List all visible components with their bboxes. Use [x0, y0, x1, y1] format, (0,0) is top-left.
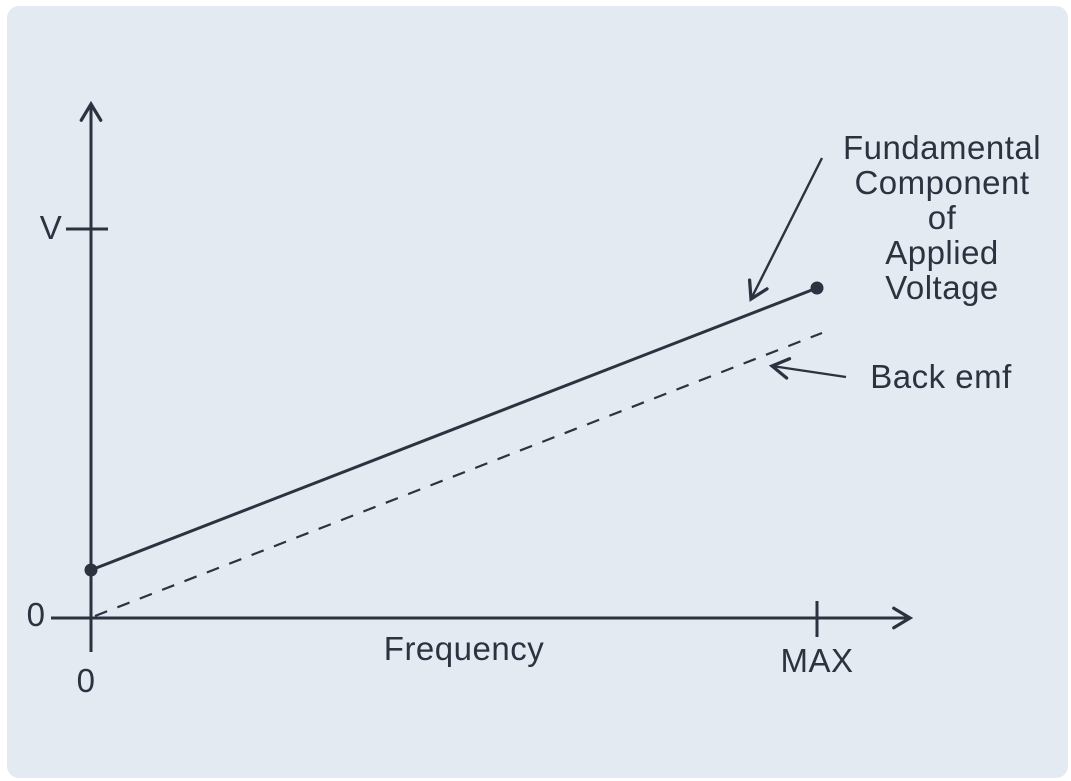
- fundamental-annotation-arrow: [747, 157, 824, 302]
- fundamental-annotation-line-4: Applied: [885, 234, 999, 271]
- back-emf-dashed-line: [94, 331, 823, 618]
- fundamental-annotation-line-3: of: [927, 199, 957, 236]
- back-emf-annotation-arrow: [768, 357, 847, 380]
- x-axis-title: Frequency: [383, 630, 545, 667]
- fundamental-annotation-line-2: Component: [854, 164, 1030, 201]
- back-emf-annotation-label: Back emf: [870, 358, 1012, 395]
- y-axis-tick-label-v: V: [39, 209, 63, 246]
- x-axis-max-label: MAX: [780, 642, 854, 679]
- fundamental-annotation-line-5: Voltage: [885, 269, 999, 306]
- y-axis-origin-label: 0: [26, 596, 46, 633]
- fundamental-annotation-line-1: Fundamental: [842, 129, 1042, 166]
- x-axis-origin-label: 0: [76, 662, 96, 699]
- fundamental-line-end-dot: [810, 281, 824, 295]
- fundamental-annotation-label: Fundamental Component of Applied Voltage: [843, 130, 1041, 305]
- diagram-background-panel: [7, 6, 1068, 778]
- fundamental-line-start-dot: [84, 563, 98, 577]
- fundamental-voltage-line: [90, 286, 818, 572]
